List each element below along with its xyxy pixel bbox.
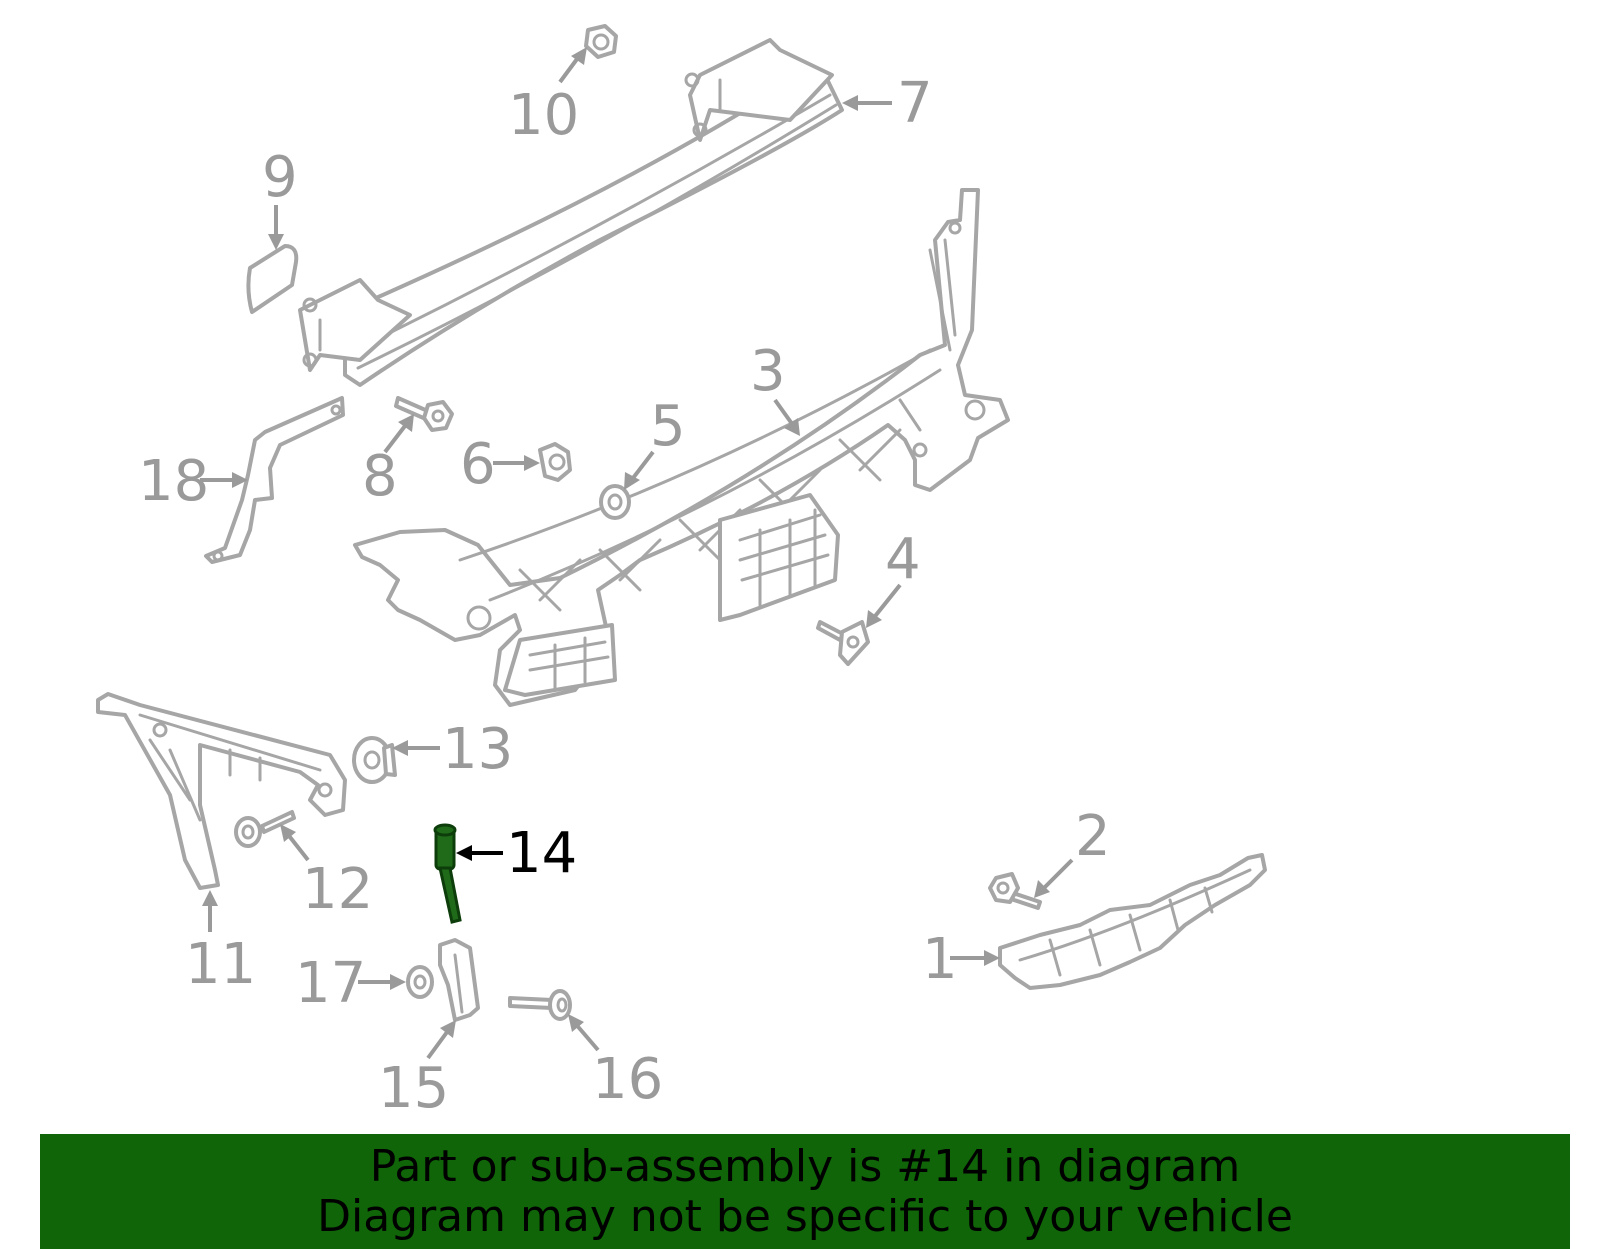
callout-11-label: 11 [185, 932, 256, 997]
part-16-screw [508, 989, 572, 1021]
callout-5-label: 5 [650, 394, 686, 459]
callout-4-label: 4 [885, 527, 921, 592]
callout-13: 13 [392, 717, 513, 782]
part-1-lower-bracket [998, 853, 1267, 990]
callout-10: 10 [508, 47, 587, 148]
banner-line-2: Diagram may not be specific to your vehi… [317, 1191, 1293, 1242]
callout-18-label: 18 [138, 449, 209, 514]
part-18-bracket [204, 396, 345, 564]
part-15-spacer-bracket [438, 938, 480, 1022]
part-9-cap [246, 244, 299, 314]
callout-6: 6 [460, 432, 540, 497]
callout-2: 2 [1034, 804, 1111, 898]
part-3-bumper-carrier [353, 188, 1010, 707]
callout-17: 17 [295, 951, 406, 1016]
callout-13-label: 13 [442, 717, 513, 782]
callout-14-label: 14 [506, 821, 577, 886]
part-6-nut [538, 442, 572, 482]
part-4-stud [816, 620, 870, 666]
callout-11: 11 [185, 890, 256, 997]
callout-1-label: 1 [922, 927, 958, 992]
callout-9-label: 9 [262, 145, 298, 210]
part-10-nut [584, 24, 618, 59]
part-8-bolt [394, 396, 454, 432]
callout-18: 18 [138, 449, 248, 514]
callout-12: 12 [280, 824, 373, 922]
info-banner: Part or sub-assembly is #14 in diagram D… [40, 1134, 1570, 1249]
part-5-washer [599, 484, 631, 520]
callout-7: 7 [842, 71, 933, 136]
callout-7-label: 7 [897, 71, 933, 136]
callout-3-label: 3 [750, 339, 786, 404]
part-7-reinforcement-bar [298, 38, 844, 387]
callout-16: 16 [568, 1014, 663, 1112]
part-11-side-bracket [96, 692, 347, 890]
callout-15-label: 15 [378, 1056, 449, 1121]
callout-8-label: 8 [362, 444, 398, 509]
part-14-bolt-highlighted [433, 823, 462, 924]
callout-9: 9 [262, 145, 298, 250]
part-12-screw [234, 810, 296, 848]
callout-16-label: 16 [592, 1047, 663, 1112]
callout-4: 4 [866, 527, 921, 628]
callout-6-label: 6 [460, 432, 496, 497]
callout-3: 3 [750, 339, 800, 436]
callout-15: 15 [378, 1020, 456, 1121]
callout-17-label: 17 [295, 951, 366, 1016]
callout-8: 8 [362, 414, 414, 509]
callout-10-label: 10 [508, 83, 579, 148]
part-17-clip [406, 965, 434, 999]
banner-line-1: Part or sub-assembly is #14 in diagram [369, 1141, 1241, 1192]
part-2-bolt [988, 872, 1042, 910]
callout-5: 5 [624, 394, 686, 490]
callout-1: 1 [922, 927, 1000, 992]
part-13-push-pin [352, 736, 397, 784]
callout-14-highlighted: 14 [456, 821, 577, 886]
callout-2-label: 2 [1075, 804, 1111, 869]
callout-12-label: 12 [302, 857, 373, 922]
